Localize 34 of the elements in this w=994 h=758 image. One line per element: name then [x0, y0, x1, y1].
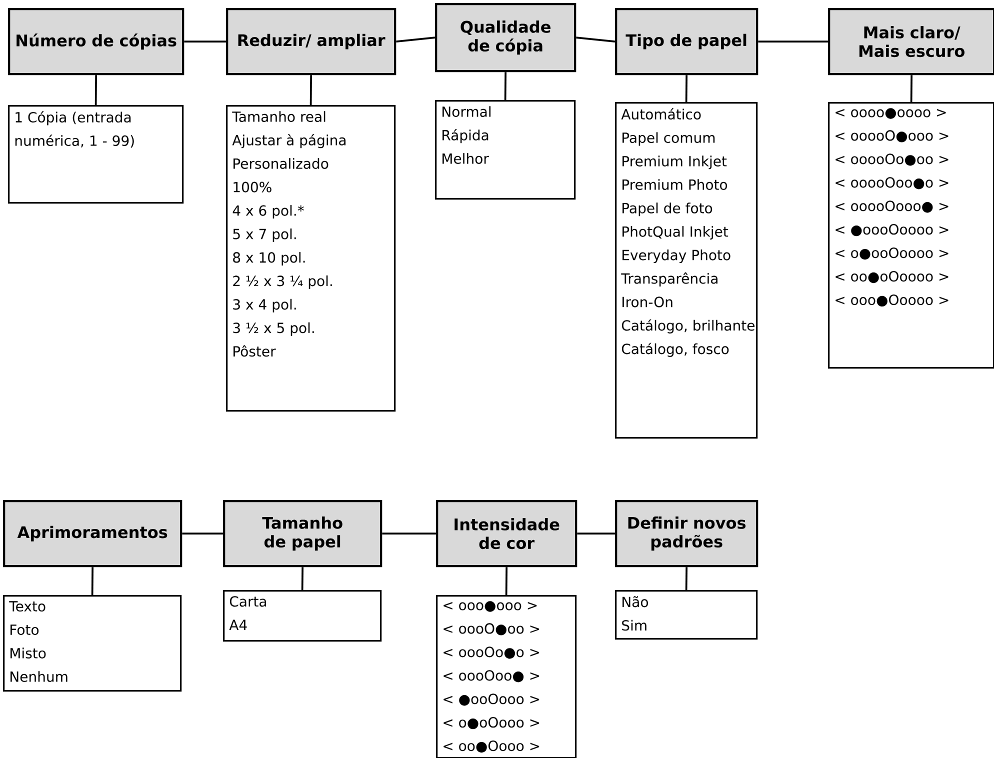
option-list-box: Texto Foto Misto Nenhum [3, 595, 182, 692]
connector-line [382, 532, 436, 534]
connector-line [577, 532, 615, 534]
menu-heading-box: Definir novos padrões [615, 500, 758, 568]
option-list-box: 1 Cópia (entrada numérica, 1 - 99) [8, 105, 184, 204]
option-list-box: < oooo●oooo > < ooooO●ooo > < ooooOo●oo > < ooooOoo●o > < ooooOooo● > < ●oooOoooo > < o●ooOoooo > < oo●oOoooo > < ooo●Ooooo > [828, 102, 994, 369]
menu-heading-box: Intensidade de cor [436, 500, 578, 568]
connector-line [182, 532, 223, 534]
connector-line [685, 75, 688, 102]
option-list-box: Automático Papel comum Premium Inkjet Premium Photo Papel de foto PhotQual Inkjet Everyday Photo Transparência Iron-On Catálogo, brilhante Catálogo, fosco [615, 102, 758, 439]
option-list-box: Carta A4 [223, 590, 382, 642]
connector-line [91, 567, 94, 596]
option-list-box: Tamanho real Ajustar à página Personalizado 100% 4 x 6 pol.* 5 x 7 pol. 8 x 10 pol. 2 ½ x 3 ¼ pol. 3 x 4 pol. 3 ½ x 5 pol. Pôster [226, 105, 396, 412]
connector-line [301, 567, 304, 590]
menu-heading-box: Reduzir/ ampliar [226, 8, 396, 76]
menu-heading-box: Número de cópias [8, 8, 184, 76]
connector-line [310, 75, 312, 106]
connector-line [758, 40, 828, 42]
connector-line [910, 75, 913, 102]
option-list-box: < ooo●ooo > < oooO●oo > < oooOo●o > < oooOoo● > < ●ooOooo > < o●oOooo > < oo●Oooo > [436, 595, 577, 758]
connector-line [184, 40, 226, 42]
menu-heading-box: Mais claro/ Mais escuro [828, 8, 994, 76]
option-list-box: Não Sim [615, 590, 758, 640]
connector-line [685, 567, 688, 590]
menu-heading-box: Tipo de papel [615, 8, 758, 76]
menu-heading-box: Qualidade de cópia [435, 3, 576, 72]
connector-line [505, 567, 508, 596]
connector-line [396, 36, 436, 42]
connector-line [94, 75, 97, 106]
connector-line [576, 36, 616, 42]
connector-line [504, 72, 506, 100]
option-list-box: Normal Rápida Melhor [435, 100, 576, 200]
menu-heading-box: Aprimoramentos [3, 500, 182, 568]
menu-heading-box: Tamanho de papel [223, 500, 382, 568]
